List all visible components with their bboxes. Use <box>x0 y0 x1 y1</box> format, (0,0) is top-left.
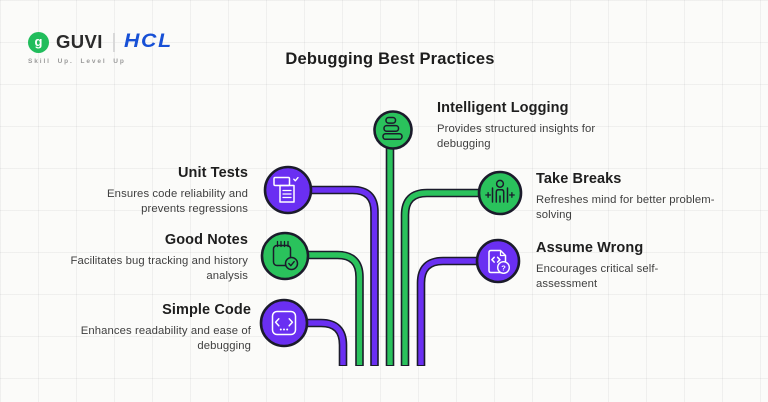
brand-logo-row: g GUVI HCL <box>28 31 171 53</box>
node-intelligent-logging <box>373 110 413 150</box>
item-take-breaks: Take Breaks Refreshes mind for better pr… <box>536 171 751 222</box>
brand-logo: g GUVI HCL Skill Up. Level Up <box>28 31 171 65</box>
logo-divider <box>112 32 115 52</box>
item-simple-code: Simple Code Enhances readability and eas… <box>16 302 251 353</box>
document-question-icon: ? <box>488 249 511 275</box>
connector-simple-code <box>284 320 346 365</box>
item-description: Facilitates bug tracking and history ana… <box>70 255 248 282</box>
item-description: Refreshes mind for better problem- solvi… <box>536 194 715 221</box>
svg-text:?: ? <box>501 263 506 272</box>
item-good-notes: Good Notes Facilitates bug tracking and … <box>13 232 248 283</box>
connector-fills <box>284 128 500 365</box>
logs-icon <box>382 116 403 141</box>
item-description: Provides structured insights for debuggi… <box>437 123 596 150</box>
node-good-notes <box>260 231 310 281</box>
item-description: Ensures code reliability and prevents re… <box>107 188 248 215</box>
item-assume-wrong: Assume Wrong Encourages critical self- a… <box>536 240 741 291</box>
node-unit-tests <box>263 165 313 215</box>
connector-take-breaks <box>402 190 500 365</box>
guvi-logo-icon: g <box>28 31 49 53</box>
test-report-icon <box>273 176 299 203</box>
person-break-icon <box>485 179 515 203</box>
item-description: Encourages critical self- assessment <box>536 263 659 290</box>
node-simple-code <box>259 298 309 348</box>
notepad-check-icon <box>272 240 299 271</box>
connector-unit-tests <box>288 187 378 365</box>
code-block-icon <box>271 310 297 336</box>
node-assume-wrong: ? <box>475 238 521 284</box>
page-title: Debugging Best Practices <box>285 50 495 68</box>
item-title: Assume Wrong <box>536 240 644 256</box>
connector-good-notes <box>285 252 363 365</box>
item-unit-tests: Unit Tests Ensures code reliability and … <box>33 165 248 216</box>
item-title: Simple Code <box>162 302 251 318</box>
hcl-wordmark: HCL <box>123 31 173 52</box>
item-title: Good Notes <box>164 232 248 248</box>
guvi-wordmark: GUVI <box>56 31 103 52</box>
item-title: Intelligent Logging <box>437 100 569 116</box>
brand-tagline: Skill Up. Level Up <box>28 58 126 65</box>
item-intelligent-logging: Intelligent Logging Provides structured … <box>437 100 642 151</box>
node-take-breaks <box>477 170 523 216</box>
item-title: Take Breaks <box>536 171 622 187</box>
connector-assume-wrong <box>418 258 498 365</box>
item-description: Enhances readability and ease of debuggi… <box>80 325 251 352</box>
item-title: Unit Tests <box>177 165 248 181</box>
